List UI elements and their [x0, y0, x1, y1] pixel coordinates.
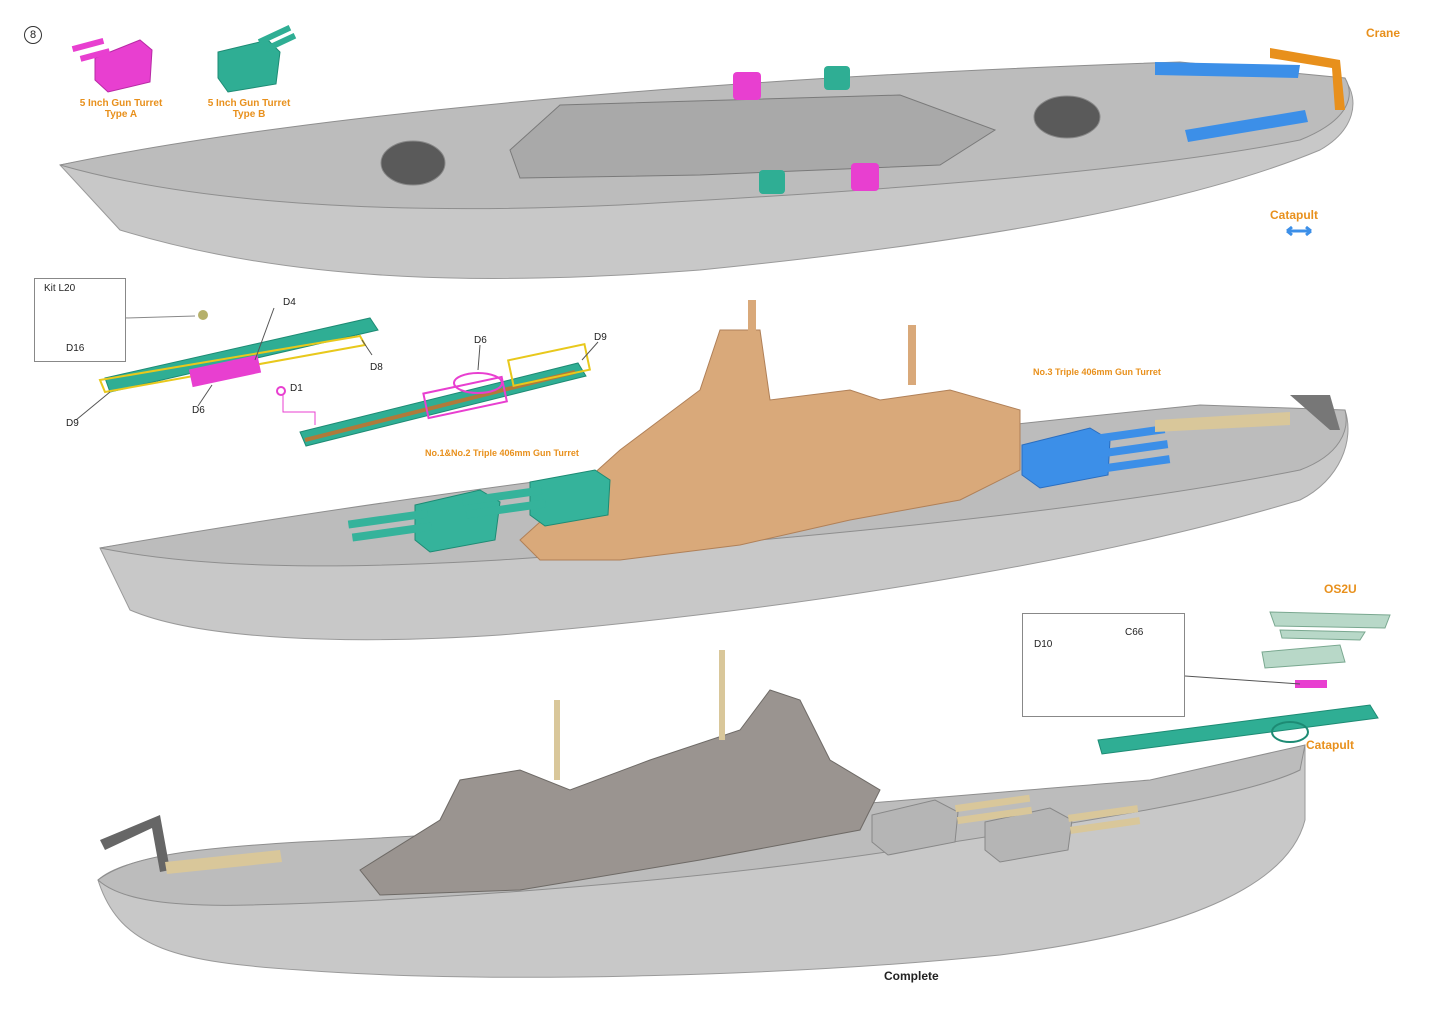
- bottom-mast-1: [554, 700, 560, 780]
- catapult-d6-wheel: [453, 372, 503, 394]
- turret-b-icon: [217, 24, 297, 93]
- kit-l20-label: Kit L20: [44, 283, 76, 294]
- part-d9-right-label: D9: [594, 332, 607, 343]
- part-d8-label: D8: [370, 362, 383, 373]
- turret-a-label-line1: 5 Inch Gun Turret: [79, 98, 163, 109]
- turret-2: [529, 469, 611, 527]
- middle-ship: [99, 300, 1349, 641]
- os2u-label: OS2U: [1324, 582, 1357, 596]
- turret-3-label: No.3 Triple 406mm Gun Turret: [1033, 367, 1161, 377]
- crane-label: Crane: [1366, 26, 1401, 40]
- turret-a-label-line2: Type A: [104, 109, 138, 120]
- top-catapult-arrow: [1286, 225, 1312, 237]
- catapult-d9-frame-right: [506, 342, 592, 388]
- top-catapult-label: Catapult: [1270, 208, 1318, 222]
- catapult-d6-right: [422, 375, 509, 420]
- page-number: 8: [24, 26, 42, 44]
- part-d10-label: D10: [1034, 639, 1053, 650]
- part-d4-label: D4: [283, 297, 296, 308]
- bottom-catapult-detail: [1097, 704, 1379, 755]
- complete-label: Complete: [884, 969, 939, 983]
- part-d16-label: D16: [66, 343, 85, 354]
- part-d1-icon: [276, 386, 286, 396]
- part-d6-right-label: D6: [474, 335, 487, 346]
- top-turret-b-2: [759, 170, 785, 194]
- bottom-superstructure: [359, 689, 881, 896]
- mast-2: [908, 325, 916, 385]
- part-d9-left-label: D9: [66, 418, 79, 429]
- bottom-catapult: [165, 850, 282, 874]
- top-ship-barbette-right: [1033, 95, 1101, 139]
- inset-kit-l20: [34, 278, 126, 362]
- middle-crane: [1290, 395, 1340, 430]
- turret-b-label: 5 Inch Gun Turret Type B: [201, 98, 297, 120]
- bottom-turret-1: [871, 799, 959, 856]
- top-ship-barbette-left: [380, 140, 446, 186]
- top-crane: [1270, 48, 1345, 110]
- part-d1-label: D1: [290, 383, 303, 394]
- bottom-mast-2: [719, 650, 725, 740]
- part-d6-left-label: D6: [192, 405, 205, 416]
- part-c66-label: C66: [1125, 627, 1144, 638]
- inset-d10-c66: [1022, 613, 1185, 717]
- top-turret-a-1: [733, 72, 761, 100]
- mast-1: [748, 300, 756, 360]
- turret-3: [1021, 427, 1111, 489]
- superstructure: [519, 329, 1021, 561]
- middle-catapult: [1155, 412, 1290, 432]
- top-catapult-1: [1155, 62, 1300, 78]
- turret-a-label: 5 Inch Gun Turret Type A: [73, 98, 169, 120]
- top-turret-b-1: [824, 66, 850, 90]
- turret-12-label: No.1&No.2 Triple 406mm Gun Turret: [425, 448, 579, 458]
- top-ship: [59, 48, 1354, 280]
- turret-a-icon: [71, 37, 153, 93]
- catapult-d6-left: [188, 354, 262, 388]
- turret-1: [414, 489, 501, 553]
- bottom-crane: [100, 815, 170, 872]
- bottom-catapult-label: Catapult: [1306, 738, 1354, 752]
- catapult-d4: [104, 317, 379, 393]
- turret-b-label-line2: Type B: [232, 109, 266, 120]
- catapult-assembly: [75, 307, 599, 447]
- top-ship-well: [509, 94, 997, 179]
- top-catapult-2: [1185, 110, 1308, 142]
- bottom-ship: [97, 650, 1306, 978]
- turret-b-label-line1: 5 Inch Gun Turret: [207, 98, 291, 109]
- bottom-turret-2: [984, 807, 1073, 863]
- os2u-aircraft: [1261, 611, 1391, 688]
- top-turret-a-2: [851, 163, 879, 191]
